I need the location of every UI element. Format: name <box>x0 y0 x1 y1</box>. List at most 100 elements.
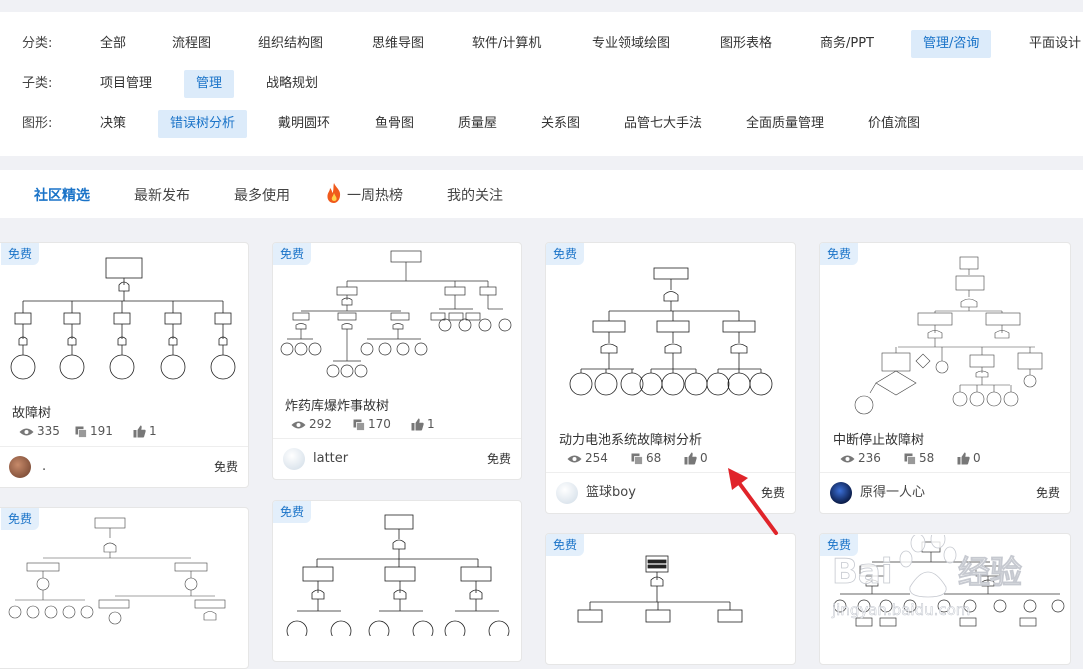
subcategory-row: 子类: 项目管理 管理 战略规划 <box>0 68 1083 100</box>
free-badge: 免费 <box>273 243 312 265</box>
thumbs-up-icon <box>957 452 970 465</box>
fire-icon <box>327 183 341 203</box>
avatar[interactable] <box>556 482 578 504</box>
shape-chip-fishbone[interactable]: 鱼骨图 <box>375 116 415 131</box>
card-stats: 335 191 1 <box>19 424 239 440</box>
tab-bar: 社区精选 最新发布 最多使用 一周热榜 我的关注 <box>0 170 1083 218</box>
subcategory-chip-project[interactable]: 项目管理 <box>100 76 153 91</box>
shape-label: 图形: <box>22 116 53 131</box>
template-card[interactable]: 免费 中断停止故障树 236 58 0 原得一人心 免费 <box>819 242 1071 514</box>
fault-tree-thumbnail <box>10 257 236 380</box>
avatar[interactable] <box>830 482 852 504</box>
views-stat: 292 <box>291 417 332 431</box>
category-chip-management[interactable]: 管理/咨询 <box>911 30 992 58</box>
category-chip-mindmap[interactable]: 思维导图 <box>372 36 425 51</box>
tab-community-picks[interactable]: 社区精选 <box>34 188 90 204</box>
author-name[interactable]: . <box>42 459 47 474</box>
copies-stat: 58 <box>904 451 934 465</box>
card-title: 炸药库爆炸事故树 <box>285 399 390 414</box>
shape-row: 图形: 决策 错误树分析 戴明圆环 鱼骨图 质量屋 关系图 品管七大手法 全面质… <box>0 108 1083 140</box>
likes-stat: 0 <box>957 451 981 465</box>
copy-icon <box>75 426 87 438</box>
card-stats: 292 170 1 <box>291 417 511 433</box>
category-chip-professional[interactable]: 专业领域绘图 <box>592 36 671 51</box>
fault-tree-thumbnail <box>577 555 743 623</box>
template-card[interactable]: 免费 <box>0 507 249 669</box>
category-chip-graphic-table[interactable]: 图形表格 <box>720 36 773 51</box>
avatar[interactable] <box>283 448 305 470</box>
copy-icon <box>631 453 643 465</box>
tab-latest[interactable]: 最新发布 <box>134 188 190 204</box>
author-name[interactable]: 篮球boy <box>586 485 636 500</box>
template-card[interactable]: 免费 炸药库爆炸事故树 292 170 1 latter 免费 <box>272 242 522 480</box>
shape-chip-pdca[interactable]: 戴明圆环 <box>278 116 331 131</box>
category-chip-business-ppt[interactable]: 商务/PPT <box>820 36 874 51</box>
author-name[interactable]: latter <box>313 451 349 466</box>
category-label: 分类: <box>22 36 53 51</box>
price-label: 免费 <box>760 486 785 500</box>
template-card[interactable]: 免费 动力电池系统故障树分析 254 68 0 篮球boy <box>545 242 796 514</box>
category-chip-flowchart[interactable]: 流程图 <box>172 36 212 51</box>
eye-icon <box>19 428 34 435</box>
subcategory-chip-strategy[interactable]: 战略规划 <box>266 76 319 91</box>
subcategory-chip-management[interactable]: 管理 <box>184 70 235 98</box>
card-footer: . 免费 <box>0 446 248 487</box>
category-chip-all[interactable]: 全部 <box>100 36 127 51</box>
shape-chip-tqm[interactable]: 全面质量管理 <box>746 116 825 131</box>
shape-chip-relation[interactable]: 关系图 <box>541 116 581 131</box>
filter-panel: 分类: 全部 流程图 组织结构图 思维导图 软件/计算机 专业领域绘图 图形表格… <box>0 12 1083 156</box>
fault-tree-thumbnail <box>280 250 512 378</box>
category-chip-org-chart[interactable]: 组织结构图 <box>258 36 324 51</box>
likes-stat: 0 <box>684 451 708 465</box>
tab-weekly-hot[interactable]: 一周热榜 <box>324 170 403 222</box>
eye-icon <box>291 421 306 428</box>
free-badge: 免费 <box>273 501 312 523</box>
tab-most-used[interactable]: 最多使用 <box>234 188 290 204</box>
template-card[interactable]: 免费 <box>272 500 522 662</box>
author-name[interactable]: 原得一人心 <box>860 485 926 500</box>
shape-chip-seven-tools[interactable]: 品管七大手法 <box>624 116 703 131</box>
category-chip-graphic-design[interactable]: 平面设计 <box>1029 36 1082 51</box>
card-footer: 原得一人心 免费 <box>820 472 1070 513</box>
fault-tree-thumbnail <box>833 541 1065 627</box>
free-badge: 免费 <box>546 243 585 265</box>
template-card[interactable]: 免费 故障树 335 191 1 . 免费 <box>0 242 249 488</box>
free-badge: 免费 <box>1 243 40 265</box>
tab-weekly-hot-label: 一周热榜 <box>347 188 403 204</box>
annotation-arrow <box>728 468 778 535</box>
thumbs-up-icon <box>133 425 146 438</box>
fault-tree-thumbnail <box>854 256 1043 415</box>
template-card[interactable]: 免费 <box>819 533 1071 665</box>
price-label: 免费 <box>213 460 238 474</box>
eye-icon <box>840 455 855 462</box>
card-stats: 236 58 0 <box>840 451 1060 467</box>
views-stat: 254 <box>567 451 608 465</box>
subcategory-label: 子类: <box>22 76 53 91</box>
copy-icon <box>904 453 916 465</box>
copies-stat: 68 <box>631 451 661 465</box>
template-card[interactable]: 免费 <box>545 533 796 665</box>
copies-stat: 191 <box>75 424 113 438</box>
shape-chip-fault-tree[interactable]: 错误树分析 <box>158 110 248 138</box>
card-title: 动力电池系统故障树分析 <box>559 433 703 448</box>
category-row: 分类: 全部 流程图 组织结构图 思维导图 软件/计算机 专业领域绘图 图形表格… <box>0 28 1083 60</box>
card-footer: latter 免费 <box>273 438 521 479</box>
price-label: 免费 <box>1035 486 1060 500</box>
thumbs-up-icon <box>684 452 697 465</box>
tab-following[interactable]: 我的关注 <box>447 188 503 204</box>
shape-chip-quality-house[interactable]: 质量屋 <box>458 116 498 131</box>
thumbs-up-icon <box>411 418 424 431</box>
eye-icon <box>567 455 582 462</box>
copies-stat: 170 <box>353 417 391 431</box>
copy-icon <box>353 419 365 431</box>
free-badge: 免费 <box>1 508 40 530</box>
fault-tree-thumbnail <box>8 517 226 625</box>
category-chip-software[interactable]: 软件/计算机 <box>472 36 542 51</box>
card-stats: 254 68 0 <box>567 451 787 467</box>
avatar[interactable] <box>9 456 31 478</box>
likes-stat: 1 <box>411 417 435 431</box>
shape-chip-decision[interactable]: 决策 <box>100 116 127 131</box>
shape-chip-value-stream[interactable]: 价值流图 <box>868 116 921 131</box>
likes-stat: 1 <box>133 424 157 438</box>
free-badge: 免费 <box>820 243 859 265</box>
